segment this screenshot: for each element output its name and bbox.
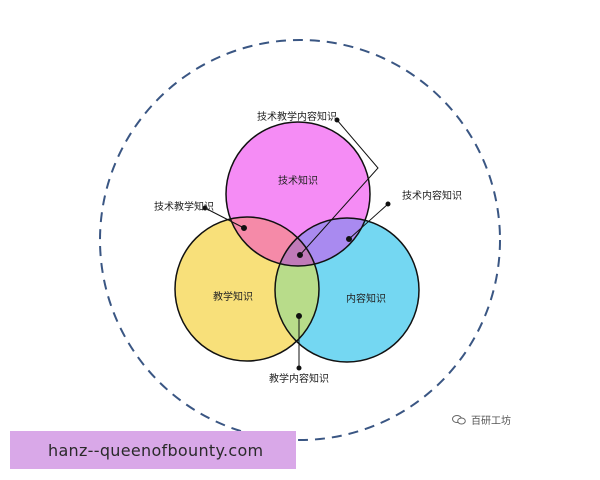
tpack-callout-line bbox=[299, 119, 379, 256]
tpack-callout-dot-end bbox=[297, 252, 303, 258]
tpk-callout-dot-start bbox=[202, 205, 208, 211]
pck-callout-dot-start bbox=[296, 313, 302, 319]
tpack-callout-dot-start bbox=[334, 117, 340, 123]
tck-callout-line bbox=[348, 203, 389, 240]
content-outline bbox=[274, 217, 420, 363]
watermark-text: 百研工坊 bbox=[471, 416, 511, 427]
context-boundary bbox=[99, 39, 501, 441]
pedagogy-outline bbox=[174, 216, 320, 362]
tpack-callout-label: 技术教学内容知识 bbox=[257, 110, 337, 123]
content-label: 内容知识 bbox=[346, 292, 386, 305]
wechat-icon bbox=[452, 414, 466, 425]
tck-callout-dot-end bbox=[346, 236, 352, 242]
tech-pedagogy-overlap bbox=[226, 217, 319, 266]
footer-link[interactable]: hanz--queenofbounty.com bbox=[48, 441, 264, 460]
technology-label: 技术知识 bbox=[278, 174, 318, 187]
pedagogy-label: 教学知识 bbox=[213, 290, 253, 303]
footer-band bbox=[10, 431, 296, 469]
tech-content-overlap bbox=[275, 218, 370, 266]
pck-callout-label: 教学内容知识 bbox=[269, 372, 329, 385]
tck-callout-label: 技术内容知识 bbox=[402, 189, 462, 202]
tpk-callout-dot-end bbox=[241, 225, 247, 231]
tpk-callout-line bbox=[204, 207, 245, 229]
technology-outline bbox=[225, 121, 371, 267]
pck-callout-dot-end bbox=[296, 365, 302, 371]
tck-callout-dot-start bbox=[385, 201, 391, 207]
watermark: 百研工坊 bbox=[452, 412, 511, 427]
tpk-callout-label: 技术教学知识 bbox=[154, 200, 214, 213]
